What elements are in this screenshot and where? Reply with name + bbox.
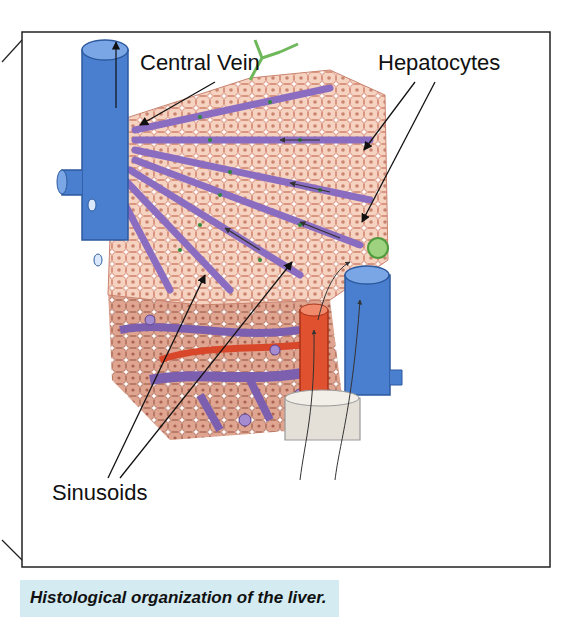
lower-tissue [160,345,300,360]
kupffer-dots [228,170,232,174]
sinusoids [120,88,370,290]
central-vein [115,42,116,108]
leader-lines [120,262,292,478]
bile-canaliculi [368,238,388,258]
sinusoids [135,160,360,245]
portal-triad [335,300,360,480]
hepatocyte-plates [108,70,388,305]
central-vein [94,254,102,266]
part-label: Sinusoids [52,480,147,505]
kupffer-dots [298,223,302,227]
leader-lines [140,82,215,125]
sinusoids [135,88,330,130]
leader-lines [108,275,205,478]
sinusoids [135,137,370,144]
portal-triad [345,275,390,395]
kupffer-dots [178,100,322,262]
lower-tissue [150,370,320,380]
kupffer-dots [268,100,272,104]
leader-lines [364,82,415,150]
central-vein [82,40,128,60]
kupffer-dots [198,223,202,227]
bile-canaliculi [250,40,388,258]
part-label: Central Vein [140,50,260,75]
flow-arrows [280,139,320,140]
lower-tissue [239,414,251,426]
portal-triad [318,262,350,320]
frame [2,40,22,62]
portal-triad [300,330,314,480]
portal-triad [300,304,328,316]
kupffer-dots [198,115,202,119]
portal-triad [345,266,389,284]
lower-tissue [270,345,280,355]
kupffer-dots [178,248,182,252]
hepatocyte-plates [108,70,388,305]
portal-triad [390,370,402,385]
kupffer-dots [208,138,212,142]
flow-arrows [225,228,260,250]
frame [22,32,550,567]
portal-triad [285,390,359,406]
central-vein [82,50,128,240]
part-label: Hepatocytes [378,50,500,75]
kupffer-dots [218,193,222,197]
flow-arrows [225,140,340,250]
portal-triad [285,262,402,480]
lower-tissue [145,315,155,325]
central-vein [57,40,128,266]
frame [2,32,550,567]
caption-band: Histological organization of the liver. [20,580,339,617]
flow-arrows [300,222,340,238]
kupffer-dots [258,258,262,262]
frame [2,540,22,560]
caption: Histological organization of the liver. [20,580,339,608]
lower-tissue [120,327,300,333]
leader-lines [108,82,435,478]
central-vein [88,199,96,211]
flow-arrows [290,183,330,192]
lower-tissue [200,380,270,430]
central-vein [57,170,67,194]
leader-lines [362,82,435,222]
